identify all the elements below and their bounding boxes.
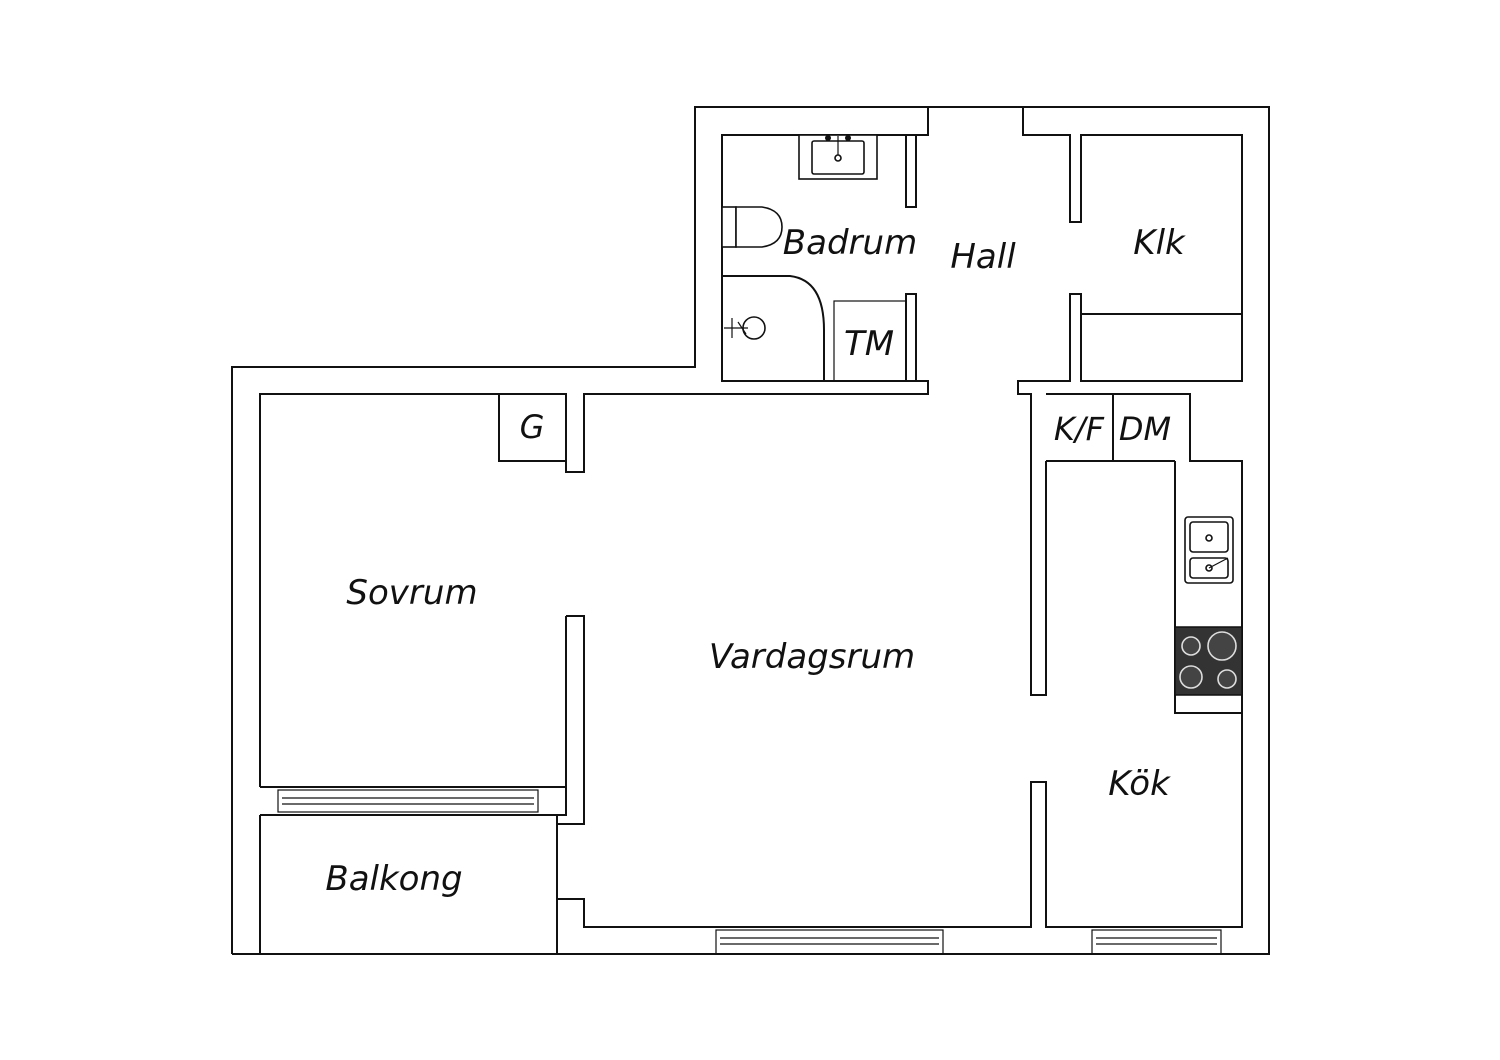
windows [277,789,1222,955]
label-badrum: Badrum [783,223,917,263]
toilet-icon [721,206,783,248]
exterior-walls [231,106,1270,955]
label-hall: Hall [950,237,1016,277]
label-dm: DM [1119,410,1171,448]
sink-icon [798,134,878,180]
interior-walls [259,107,1243,954]
label-kf: K/F [1054,410,1105,448]
label-klk: Klk [1133,223,1186,263]
stove-icon [1174,626,1243,696]
label-kok: Kök [1108,764,1171,804]
room-labels: Badrum Hall Klk TM G K/F DM Sovrum Varda… [325,223,1186,899]
kitchen-sink-icon [1184,516,1234,584]
label-g: G [520,408,545,446]
label-sovrum: Sovrum [346,573,477,613]
label-balkong: Balkong [325,859,462,899]
shower-icon [724,316,766,340]
label-tm: TM [844,324,894,364]
label-vardagsrum: Vardagsrum [709,637,915,677]
